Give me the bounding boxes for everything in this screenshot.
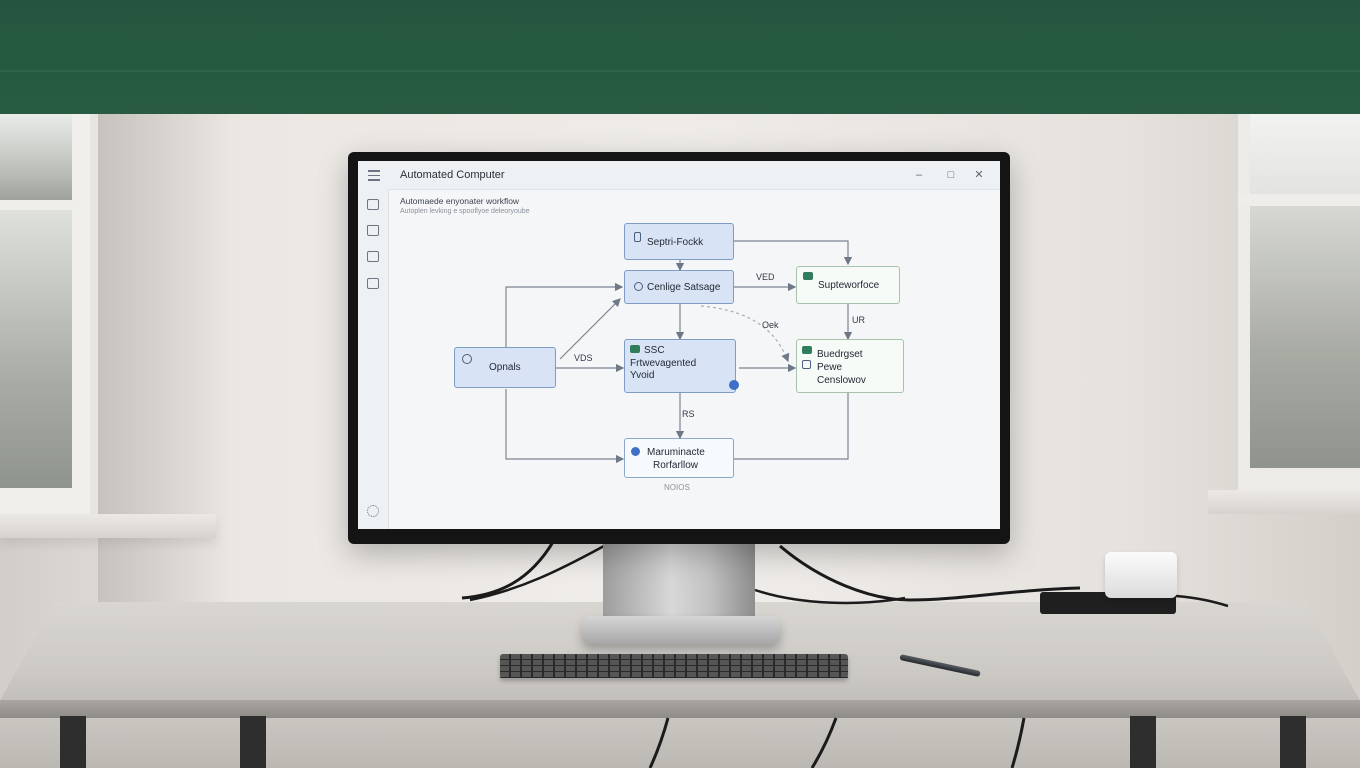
left-window-pane-bottom [0,210,72,488]
monitor: Automated Computer – □ ✕ Automaede enyon… [348,152,1010,544]
node-cenlige-satsage[interactable]: Cenlige Satsage [624,270,734,304]
title-bar: Automated Computer – □ ✕ [358,161,1000,190]
keyboard [500,654,848,678]
monitor-base [582,616,780,644]
info-icon [631,447,640,456]
document-icon [634,232,641,242]
node-label-line1: Maruminacte [647,447,705,458]
desk-leg-inner-left [240,716,266,768]
top-green-band [0,0,1360,114]
node-label-line3: Yvoid [630,370,655,381]
node-septri-fock[interactable]: Septri-Fockk [624,223,734,260]
app-title: Automated Computer [400,169,505,181]
workflow-subtitle: Automaede enyonater workflow [400,196,520,206]
right-window [1238,114,1360,490]
document-icon[interactable] [367,278,379,289]
close-button[interactable]: ✕ [974,169,984,181]
desk-leg-inner-right [1130,716,1156,768]
node-label: Septri-Fockk [647,237,704,248]
monitor-stand [603,540,755,622]
left-window-sill [0,514,216,538]
node-label-line2: Frtwevagented [630,358,697,369]
node-maruminacte[interactable]: Maruminacte Rorfarllow [624,438,734,478]
image-icon [803,272,813,280]
node-buedrgset[interactable]: Buedrgset Pewe Censlowov [796,339,904,393]
image-icon [802,346,812,354]
edge-label-ved: VED [756,272,775,282]
right-window-mullion [1238,194,1360,206]
clock-icon [634,282,643,291]
left-window-pane-top [0,114,72,200]
node-label: Opnals [489,362,521,373]
image-icon [630,345,640,353]
document-icon [802,360,811,369]
node-ssc[interactable]: SSC Frtwevagented Yvoid [624,339,739,393]
node-label-line1: Buedrgset [817,349,863,360]
node-label-line2: Rorfarllow [653,460,699,471]
left-window-mullion [0,200,78,210]
edge-label-ur: UR [852,315,865,325]
gear-icon[interactable] [367,505,379,517]
monitor-icon[interactable] [367,199,379,210]
sidebar [358,189,389,529]
app-window: Automated Computer – □ ✕ Automaede enyon… [358,161,1000,529]
node-label-line3: Censlowov [817,375,866,386]
edge-label-rs: RS [682,409,695,419]
desk-cube-device [1105,552,1177,598]
layers-icon[interactable] [367,251,379,262]
right-window-pane-top [1250,114,1360,194]
node-label-line2: Pewe [817,362,843,373]
desk-edge [0,700,1360,718]
edge-label-oek: Oek [762,320,779,330]
right-window-sill [1208,490,1360,514]
minimize-button[interactable]: – [915,169,923,181]
workflow-connectors [505,240,853,464]
node-label: Cenlige Satsage [647,282,721,293]
home-icon[interactable] [367,225,379,236]
desk-leg-right [1280,716,1306,768]
right-window-pane-bottom [1250,206,1360,468]
edge-label-vds: VDS [574,353,593,363]
circle-icon [462,354,472,364]
node-label: Supteworfoce [818,280,880,291]
node-label-line1: SSC [644,345,665,356]
node-opnals[interactable]: Opnals [454,347,556,388]
node-supteworfoce[interactable]: Supteworfoce [796,266,900,304]
edge-label-bottom: NOIOS [664,483,690,492]
link-icon [729,380,739,390]
workflow-caption: Autoplen levking e spooflyoe deleoryoube [400,208,530,215]
left-window [0,114,98,534]
maximize-button[interactable]: □ [947,169,955,181]
desk-leg-left [60,716,86,768]
menu-icon[interactable] [368,170,380,181]
